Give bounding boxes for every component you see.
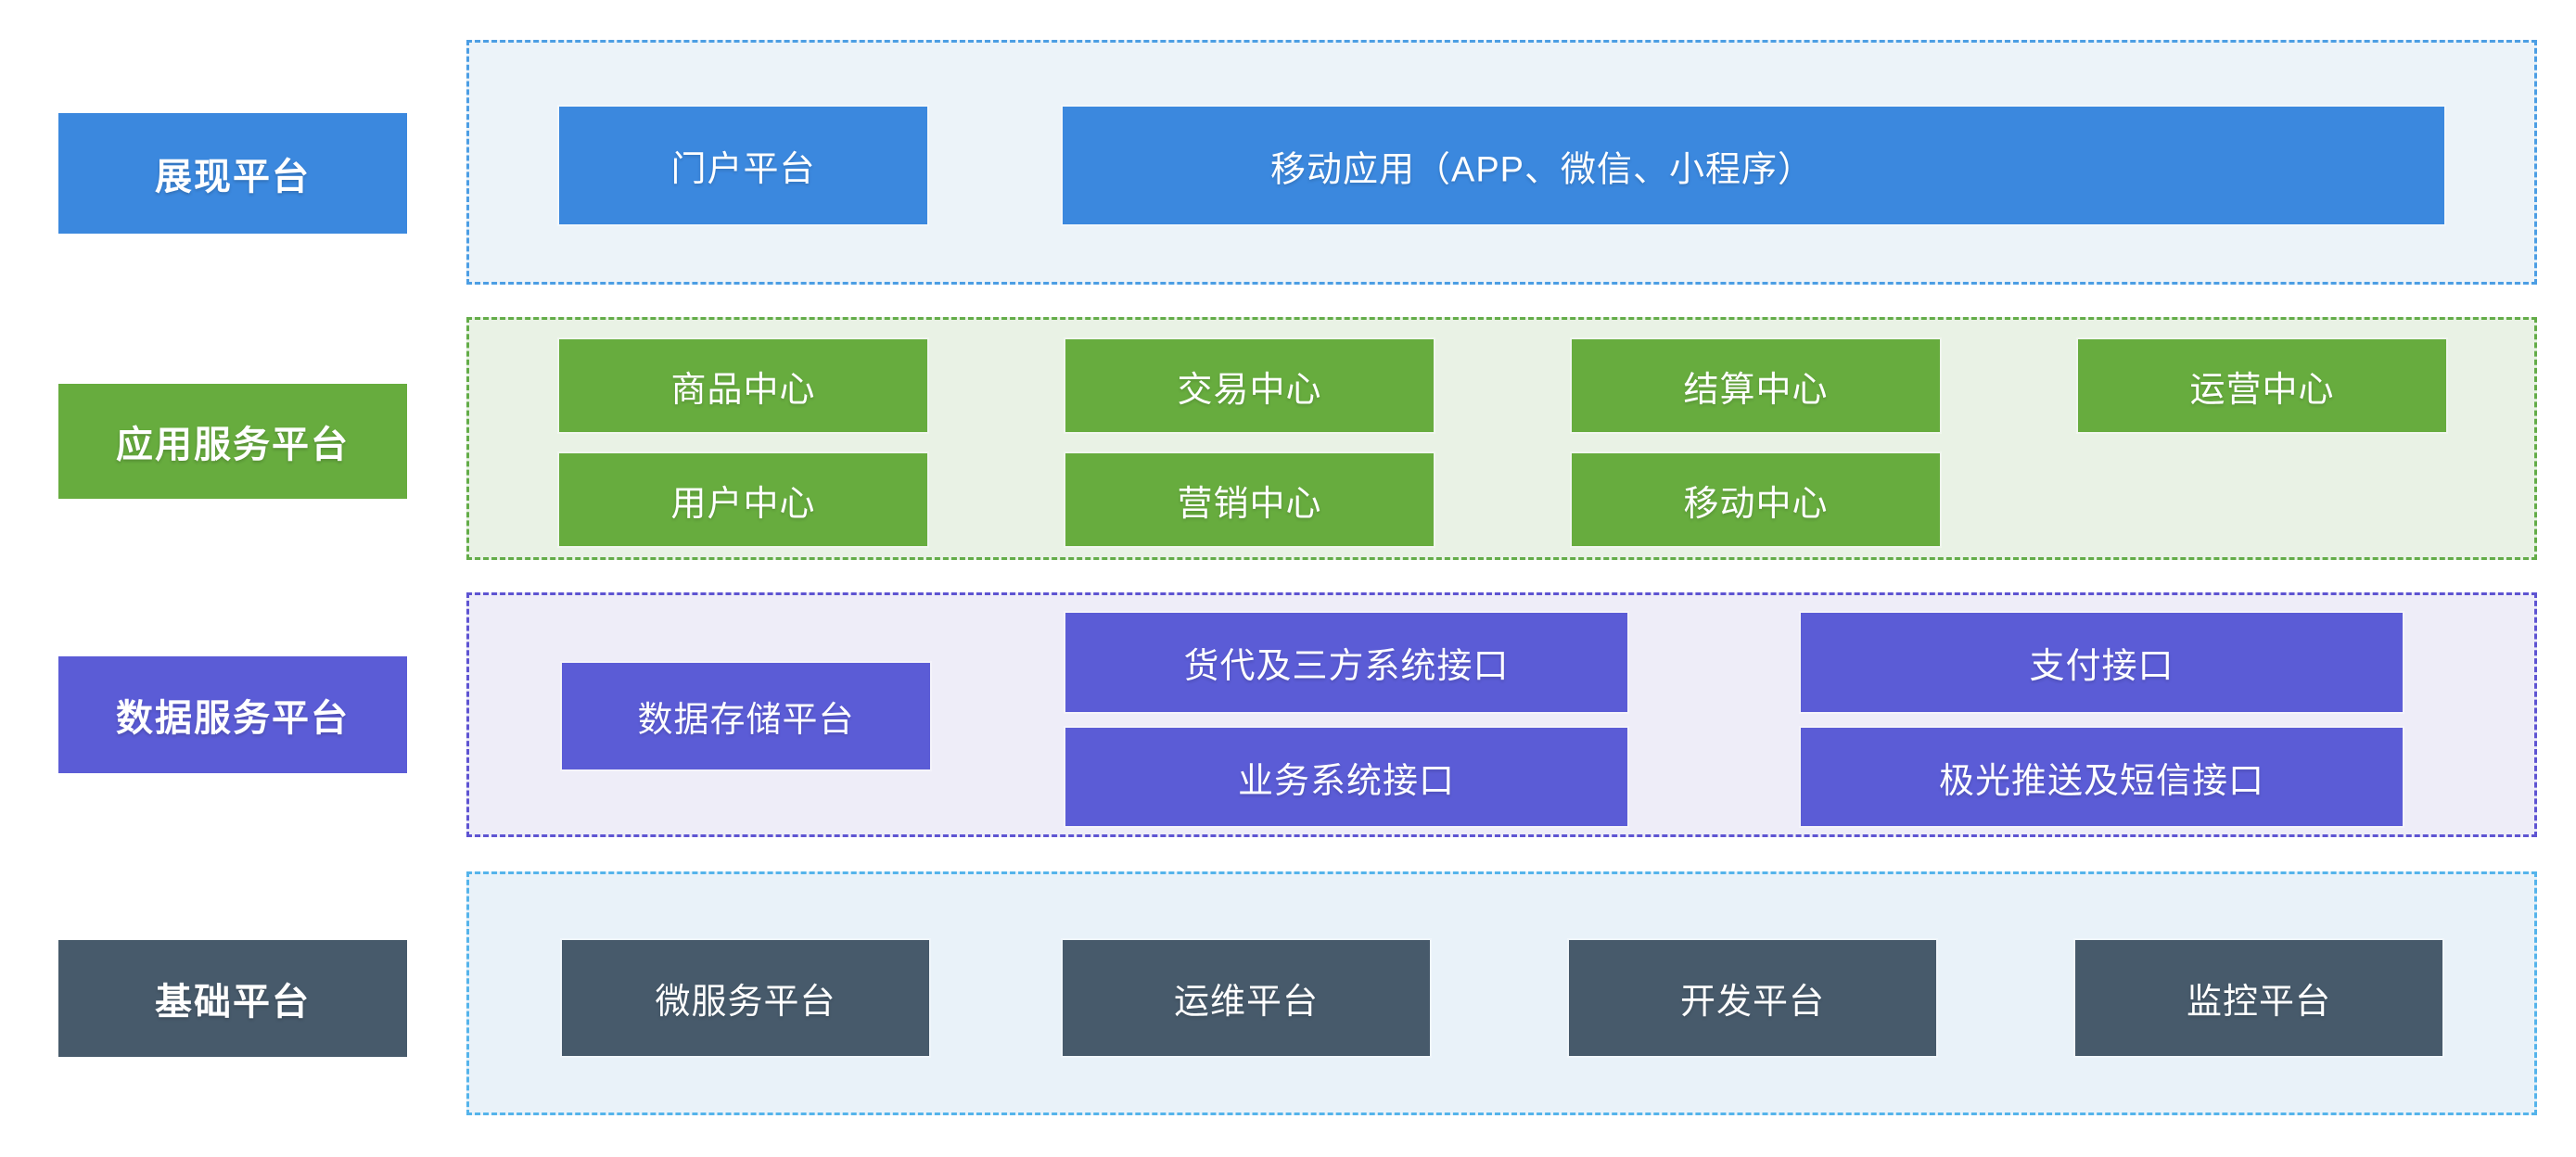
settlement-center-box: 结算中心 [1572,339,1940,432]
user-center-box: 用户中心 [559,453,927,546]
microservice-platform-box: 微服务平台 [562,940,929,1056]
product-center-box: 商品中心 [559,339,927,432]
mobile-app-box: 移动应用（APP、微信、小程序） [1063,107,2444,224]
portal-platform-box: 门户平台 [559,107,927,224]
trade-center-box: 交易中心 [1065,339,1434,432]
layer-label-presentation: 展现平台 [58,113,407,234]
monitor-platform-box: 监控平台 [2075,940,2442,1056]
dev-platform-box: 开发平台 [1569,940,1936,1056]
freight-third-party-interface-box: 货代及三方系统接口 [1065,613,1627,712]
data-storage-platform-box: 数据存储平台 [562,663,930,769]
layer-label-application-services: 应用服务平台 [58,384,407,499]
data-services-container: 数据存储平台 货代及三方系统接口 业务系统接口 支付接口 极光推送及短信接口 [466,592,2537,837]
operation-center-box: 运营中心 [2078,339,2446,432]
ops-platform-box: 运维平台 [1063,940,1430,1056]
mobile-center-box: 移动中心 [1572,453,1940,546]
business-system-interface-box: 业务系统接口 [1065,728,1627,826]
layer-label-data-services: 数据服务平台 [58,656,407,773]
application-services-container: 商品中心 交易中心 结算中心 运营中心 用户中心 营销中心 移动中心 [466,317,2537,560]
presentation-layer-container: 门户平台 移动应用（APP、微信、小程序） [466,40,2537,285]
jpush-sms-interface-box: 极光推送及短信接口 [1801,728,2403,826]
layer-label-base-platform: 基础平台 [58,940,407,1057]
marketing-center-box: 营销中心 [1065,453,1434,546]
payment-interface-box: 支付接口 [1801,613,2403,712]
base-platform-container: 微服务平台 运维平台 开发平台 监控平台 [466,871,2537,1115]
mobile-app-box-label: 移动应用（APP、微信、小程序） [1269,150,1815,189]
